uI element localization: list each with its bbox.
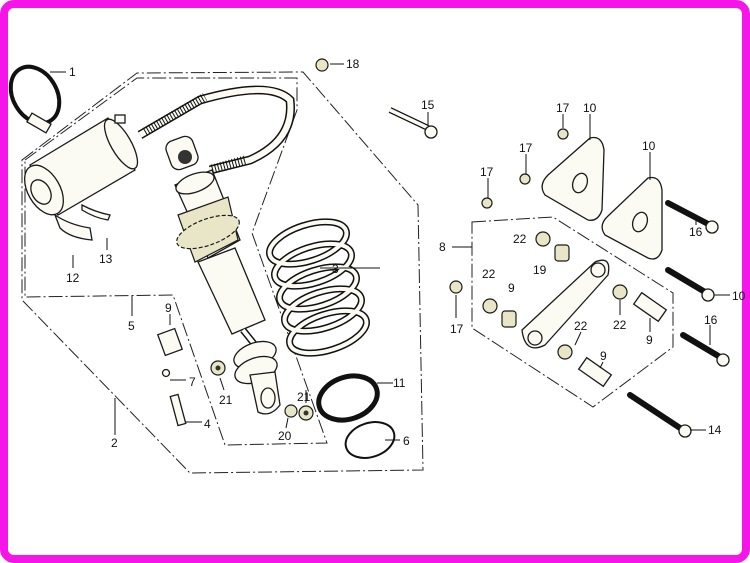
callout-20: 20 bbox=[278, 429, 292, 443]
callout-21: 21 bbox=[219, 393, 233, 407]
callout-labels: 1 18 15 17 10 17 10 17 3 12 13 8 22 19 2… bbox=[66, 57, 746, 450]
callout-3: 3 bbox=[332, 262, 339, 276]
callout-21: 21 bbox=[297, 390, 311, 404]
callout-9: 9 bbox=[508, 281, 515, 295]
callout-16: 16 bbox=[704, 313, 718, 327]
assembly-2-outline bbox=[21, 71, 424, 474]
callout-2: 2 bbox=[111, 436, 118, 450]
callout-16: 16 bbox=[689, 225, 703, 239]
callout-12: 12 bbox=[66, 271, 80, 285]
spring-seat bbox=[316, 373, 380, 423]
callout-22: 22 bbox=[513, 232, 527, 246]
bolt bbox=[388, 107, 438, 139]
callout-17: 17 bbox=[556, 101, 570, 115]
callout-8: 8 bbox=[439, 240, 446, 254]
callout-22: 22 bbox=[613, 318, 627, 332]
callout-9: 9 bbox=[165, 301, 172, 315]
callout-17: 17 bbox=[519, 141, 533, 155]
leader-lines bbox=[50, 63, 730, 441]
hose-clamp bbox=[8, 64, 62, 134]
callout-14: 14 bbox=[708, 423, 722, 437]
nut bbox=[315, 58, 329, 72]
callout-18: 18 bbox=[346, 57, 360, 71]
bolts-right bbox=[627, 200, 730, 438]
reservoir bbox=[24, 114, 139, 241]
callout-7: 7 bbox=[189, 375, 196, 389]
small-parts-left bbox=[156, 327, 314, 427]
callout-13: 13 bbox=[99, 252, 113, 266]
o-ring bbox=[344, 421, 396, 459]
callout-10: 10 bbox=[732, 289, 746, 303]
callout-22: 22 bbox=[482, 267, 496, 281]
reservoir-hose bbox=[137, 85, 295, 175]
callout-9: 9 bbox=[600, 349, 607, 363]
callout-10: 10 bbox=[642, 139, 656, 153]
callout-10: 10 bbox=[583, 101, 597, 115]
shock-spring-highlight bbox=[267, 219, 369, 356]
bearings-collars bbox=[449, 128, 668, 388]
shock-absorber bbox=[165, 135, 281, 415]
callout-19: 19 bbox=[533, 263, 547, 277]
callout-5: 5 bbox=[128, 319, 135, 333]
callout-15: 15 bbox=[421, 98, 435, 112]
callout-11: 11 bbox=[393, 376, 406, 390]
callout-6: 6 bbox=[403, 434, 410, 448]
link-plates bbox=[541, 136, 663, 260]
link-arm bbox=[521, 259, 610, 349]
callout-17: 17 bbox=[480, 165, 494, 179]
callout-1: 1 bbox=[69, 65, 76, 79]
callout-4: 4 bbox=[204, 417, 211, 431]
assembly-8-outline bbox=[471, 216, 674, 408]
callout-22: 22 bbox=[574, 319, 588, 333]
callout-17: 17 bbox=[450, 322, 464, 336]
callout-9: 9 bbox=[646, 333, 653, 347]
